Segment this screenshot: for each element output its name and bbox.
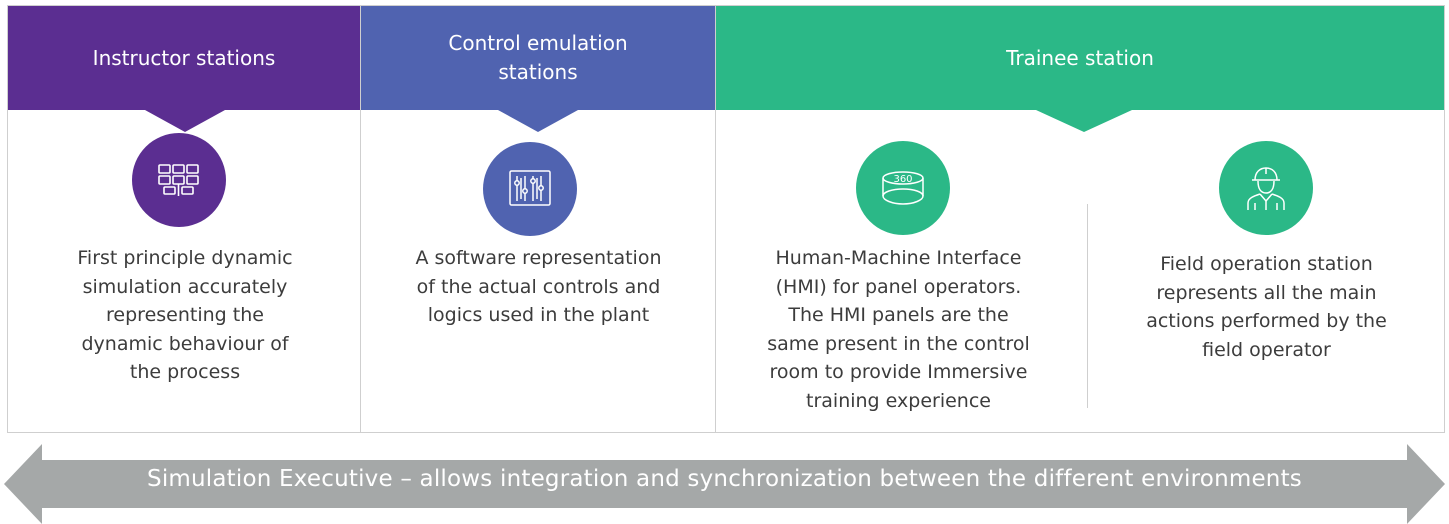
control-sliders-icon-circle: [483, 142, 577, 236]
field-operator-icon-circle: [1219, 141, 1313, 235]
instructor-stations-description: First principle dynamic simulation accur…: [28, 244, 342, 387]
description-line: represents all the main: [1156, 281, 1377, 304]
description-line: representing the: [106, 304, 264, 326]
description-line: training experience: [806, 389, 991, 412]
360-view-icon: 360: [882, 171, 924, 205]
monitor-wall-icon: [158, 164, 199, 196]
360-view-icon-circle: 360: [856, 141, 950, 235]
header-line: stations: [498, 60, 578, 84]
double-arrow-shape: [4, 444, 1445, 524]
trainee-station-header: Trainee station: [716, 6, 1444, 110]
description-line: of the actual controls and: [416, 275, 661, 298]
description-line: First principle dynamic: [77, 247, 293, 269]
description-line: room to provide Immersive: [769, 361, 1028, 383]
description-line: same present in the control: [767, 332, 1030, 355]
field-operator-icon: [1247, 167, 1285, 210]
description-line: (HMI) for panel operators.: [775, 275, 1022, 298]
description-line: A software representation: [415, 247, 662, 269]
trainee-divider: [1087, 204, 1088, 408]
simulation-executive-banner: Simulation Executive – allows integratio…: [4, 444, 1445, 524]
trainee-station-column: Trainee station 360 Human-Machine Interf…: [716, 5, 1445, 433]
header-pointer: [1036, 110, 1132, 132]
header-line: Trainee station: [1006, 45, 1154, 70]
header-line: Control emulation: [448, 31, 628, 55]
control-emulation-header: Control emulation stations: [361, 6, 715, 110]
control-emulation-description: A software representation of the actual …: [381, 244, 696, 330]
360-label: 360: [893, 174, 912, 185]
control-sliders-icon: [509, 170, 551, 206]
description-line: actions performed by the: [1146, 310, 1387, 332]
description-line: dynamic behaviour of: [81, 332, 289, 355]
description-line: simulation accurately: [82, 275, 288, 298]
header-line: Instructor stations: [92, 45, 276, 70]
description-line: Human-Machine Interface: [775, 247, 1022, 269]
simulation-executive-text: Simulation Executive – allows integratio…: [147, 466, 1302, 492]
instructor-stations-header: Instructor stations: [8, 6, 360, 110]
description-line: the process: [129, 361, 241, 383]
description-line: Field operation station: [1160, 253, 1373, 275]
description-line: The HMI panels are the: [788, 304, 1009, 326]
description-line: logics used in the plant: [427, 304, 650, 326]
field-operation-description: Field operation station represents all t…: [1109, 250, 1424, 364]
description-line: field operator: [1202, 338, 1331, 361]
monitor-wall-icon-circle: [132, 133, 226, 227]
header-pointer: [498, 110, 578, 132]
hmi-description: Human-Machine Interface (HMI) for panel …: [741, 244, 1056, 415]
instructor-stations-column: Instructor stations First principle dyna…: [7, 5, 361, 433]
header-pointer: [145, 110, 225, 132]
control-emulation-column: Control emulation stations A software re…: [361, 5, 716, 433]
